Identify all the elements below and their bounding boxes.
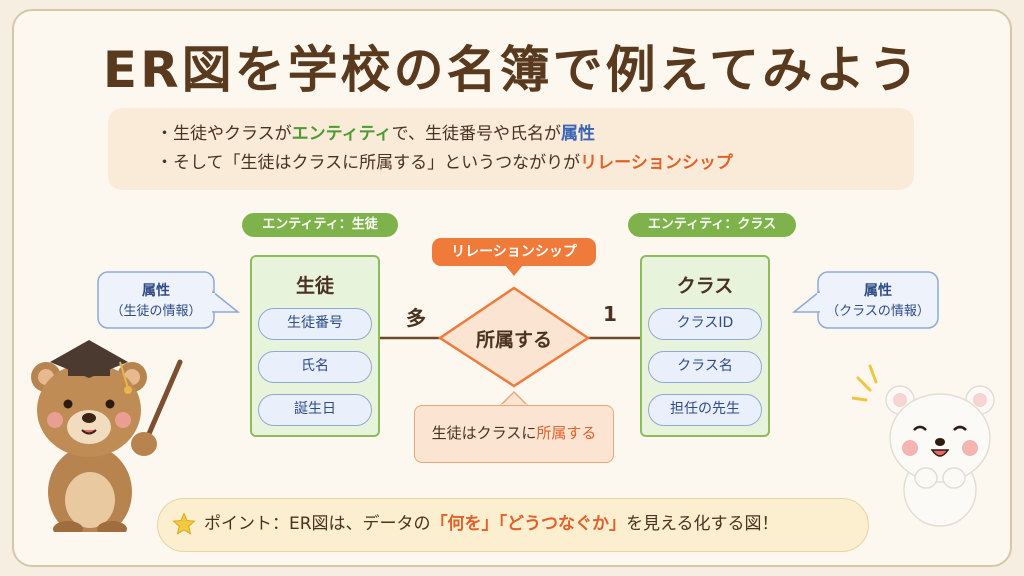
point-banner: ポイント：ER図は、データの「何を」「どうつなぐか」を見える化する図！	[157, 498, 869, 552]
summary-text: ・そして「生徒はクラスに所属する」というつながりが	[156, 153, 581, 173]
relationship-name: 所属する	[475, 329, 552, 351]
attribute-student-birthday: 誕生日	[258, 394, 372, 426]
attribute-class-id: クラスID	[648, 308, 762, 340]
relationship-note-highlight: 所属する	[536, 424, 597, 442]
entity-class: クラス クラスID クラス名 担任の先生	[640, 255, 770, 437]
cardinality-many: 多	[406, 306, 426, 330]
point-text: ポイント：ER図は、データの	[204, 514, 431, 534]
point-highlight: 「何を」「どうつなぐか」	[430, 514, 627, 534]
attribute-homeroom-teacher: 担任の先生	[648, 394, 762, 426]
summary-highlight-attribute: 属性	[560, 124, 595, 144]
entity-class-name: クラス	[676, 275, 734, 297]
summary-line-1: ・生徒やクラスがエンティティで、生徒番号や氏名が属性	[156, 120, 914, 149]
summary-text: ・生徒やクラスが	[156, 124, 292, 144]
teacher-bear-illustration	[31, 340, 183, 532]
summary-box: ・生徒やクラスがエンティティで、生徒番号や氏名が属性 ・そして「生徒はクラスに所…	[108, 108, 914, 190]
star-icon	[172, 512, 196, 535]
callout-right: 属性 （クラスの情報）	[818, 280, 938, 319]
entity-right-tag: エンティティ：クラス	[628, 213, 796, 237]
page-title: ER図を学校の名簿で例えてみよう	[102, 41, 922, 99]
callout-left-sub: （生徒の情報）	[110, 304, 202, 319]
callout-right-sub: （クラスの情報）	[826, 304, 930, 319]
relationship-note: 生徒はクラスに所属する	[414, 405, 614, 463]
callout-left-title: 属性	[142, 283, 170, 299]
entity-left-tag: エンティティ：生徒	[242, 213, 398, 237]
attribute-student-number: 生徒番号	[258, 308, 372, 340]
entity-student: 生徒 生徒番号 氏名 誕生日	[250, 255, 380, 437]
attribute-class-name: クラス名	[648, 351, 762, 383]
summary-highlight-entity: エンティティ	[291, 124, 392, 144]
callout-right-title: 属性	[864, 283, 892, 299]
cardinality-one: 1	[603, 302, 617, 326]
relationship-note-text: 生徒はクラスに	[431, 424, 537, 442]
summary-text: で、生徒番号や氏名が	[391, 124, 561, 144]
attribute-student-name: 氏名	[258, 351, 372, 383]
callout-left: 属性 （生徒の情報）	[98, 280, 214, 319]
entity-student-name: 生徒	[295, 275, 334, 297]
white-bear-illustration	[852, 364, 995, 527]
summary-line-2: ・そして「生徒はクラスに所属する」というつながりがリレーションシップ	[156, 149, 914, 178]
point-text-end: を見える化する図！	[626, 514, 779, 534]
relationship-tag: リレーションシップ	[432, 238, 596, 266]
summary-highlight-relationship: リレーションシップ	[580, 153, 733, 173]
